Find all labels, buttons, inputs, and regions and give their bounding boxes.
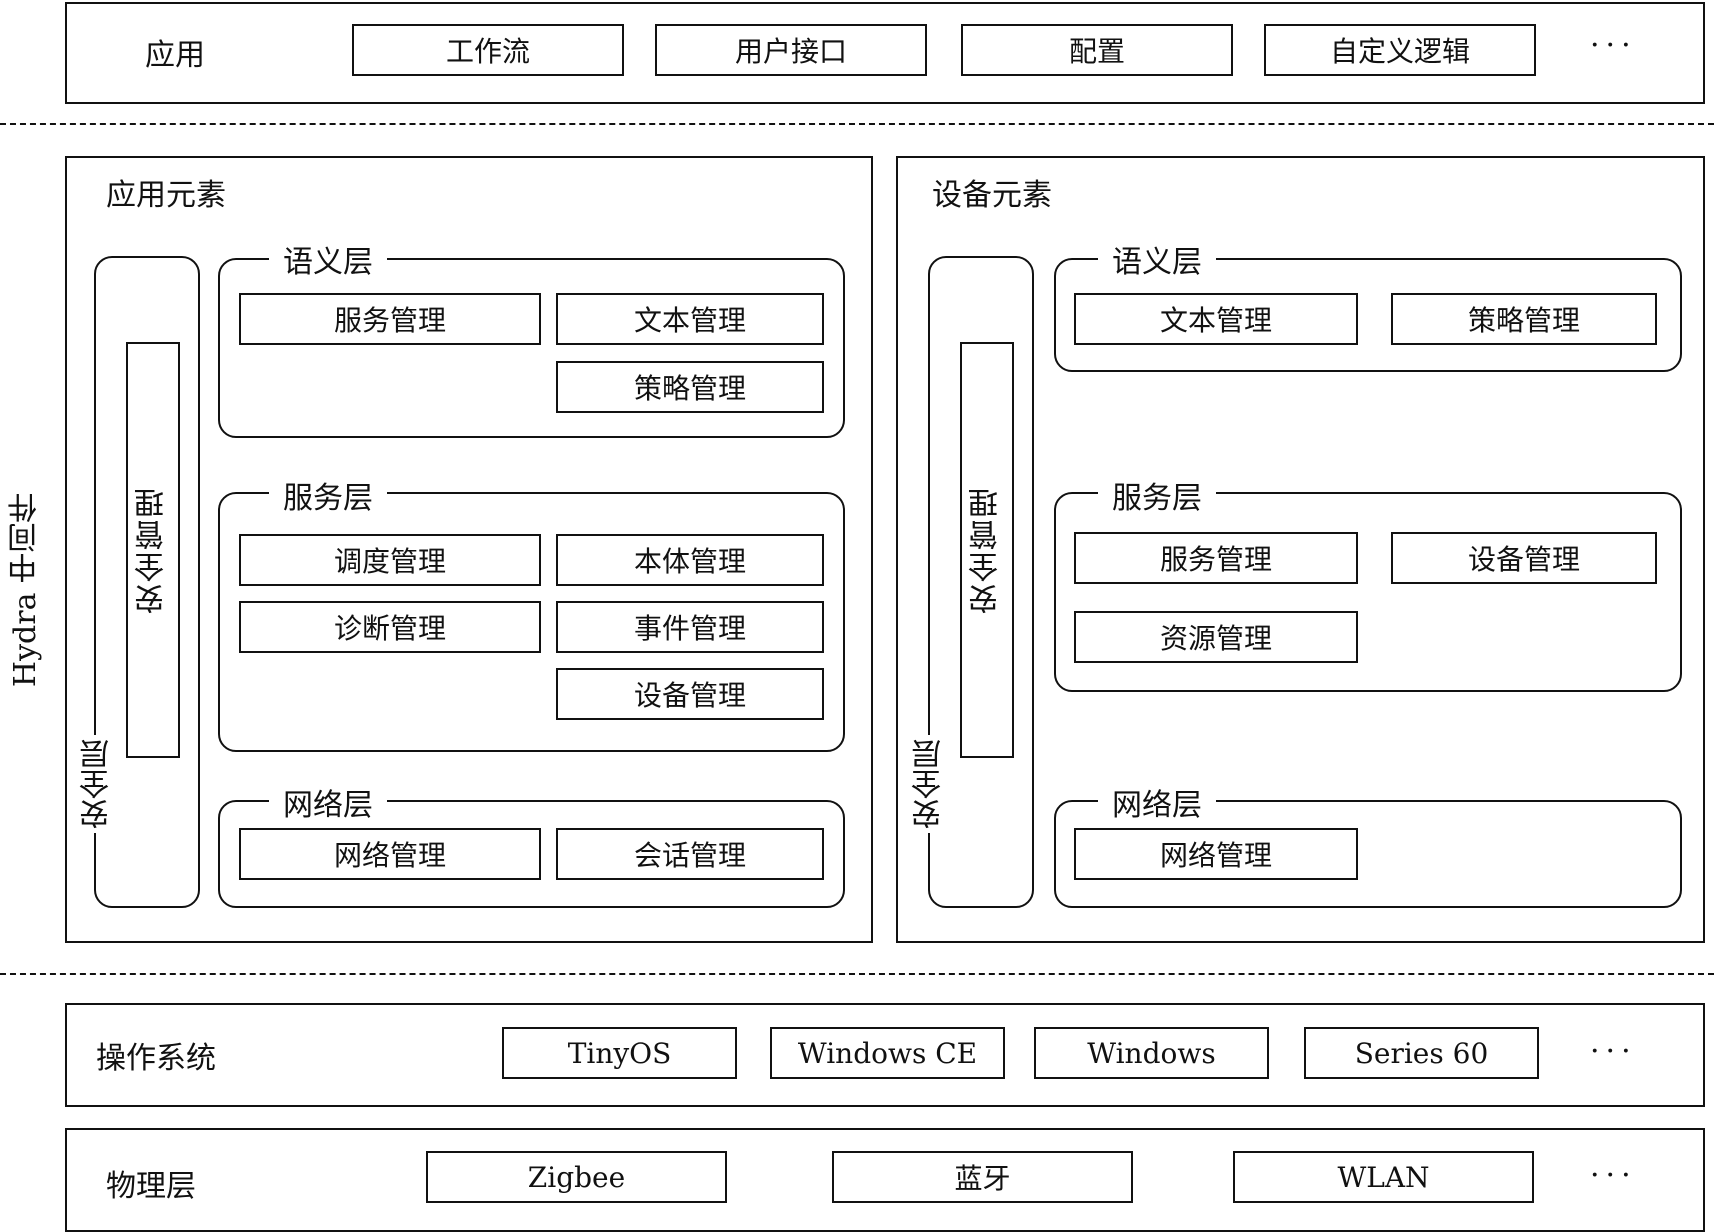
app-security-layer: [94, 256, 200, 908]
device-elements-title: 设备元素: [932, 178, 1052, 213]
physical-item-wlan: WLAN: [1233, 1151, 1534, 1203]
app-service-item: 调度管理: [239, 534, 541, 586]
application-layer: [65, 2, 1705, 104]
device-service-title: 服务层: [1098, 473, 1216, 517]
app-network-title: 网络层: [269, 780, 387, 824]
app-semantic-title: 语义层: [269, 237, 387, 281]
separator-top: [0, 123, 1714, 125]
application-label: 应用: [145, 38, 205, 73]
app-item-config: 配置: [961, 24, 1233, 76]
device-network-title: 网络层: [1098, 780, 1216, 824]
os-item-windows-ce: Windows CE: [770, 1027, 1005, 1079]
app-network-item: 网络管理: [239, 828, 541, 880]
device-elements-panel: [896, 156, 1705, 943]
separator-bottom: [0, 973, 1714, 975]
app-service-layer: [218, 492, 845, 752]
app-service-title: 服务层: [269, 473, 387, 517]
app-more: ···: [1590, 28, 1637, 63]
device-semantic-item: 文本管理: [1074, 293, 1358, 345]
os-item-tinyos: TinyOS: [502, 1027, 737, 1079]
app-item-workflow: 工作流: [352, 24, 624, 76]
app-item-user-interface: 用户接口: [655, 24, 927, 76]
app-network-item: 会话管理: [556, 828, 824, 880]
device-service-item: 资源管理: [1074, 611, 1358, 663]
physical-item-zigbee: Zigbee: [426, 1151, 727, 1203]
physical-label: 物理层: [106, 1169, 196, 1204]
app-elements-title: 应用元素: [106, 178, 226, 213]
device-security-layer-label: 安全层: [912, 735, 947, 833]
os-more: ···: [1590, 1034, 1637, 1069]
device-network-item: 网络管理: [1074, 828, 1358, 880]
physical-layer: [65, 1128, 1705, 1232]
os-layer: [65, 1003, 1705, 1107]
physical-more: ···: [1590, 1158, 1637, 1193]
app-elements-panel: [65, 156, 873, 943]
device-semantic-title: 语义层: [1098, 237, 1216, 281]
app-semantic-item: 文本管理: [556, 293, 824, 345]
physical-item-bluetooth: 蓝牙: [832, 1151, 1133, 1203]
app-service-item: 设备管理: [556, 668, 824, 720]
app-service-item: 本体管理: [556, 534, 824, 586]
app-item-custom-logic: 自定义逻辑: [1264, 24, 1536, 76]
os-item-windows: Windows: [1034, 1027, 1269, 1079]
device-semantic-layer: [1054, 258, 1682, 372]
device-security-layer: [928, 256, 1034, 908]
app-semantic-item: 服务管理: [239, 293, 541, 345]
device-semantic-item: 策略管理: [1391, 293, 1657, 345]
device-service-item: 设备管理: [1391, 532, 1657, 584]
app-network-layer: [218, 800, 845, 908]
hydra-middleware-label: Hydra 中间件: [8, 492, 43, 688]
device-service-layer: [1054, 492, 1682, 692]
app-semantic-layer: [218, 258, 845, 438]
device-network-layer: [1054, 800, 1682, 908]
app-service-item: 诊断管理: [239, 601, 541, 653]
device-security-mgmt: 安全管理: [960, 342, 1014, 758]
os-item-series-60: Series 60: [1304, 1027, 1539, 1079]
os-label: 操作系统: [96, 1041, 216, 1076]
app-security-mgmt: 安全管理: [126, 342, 180, 758]
device-service-item: 服务管理: [1074, 532, 1358, 584]
app-security-layer-label: 安全层: [80, 735, 115, 833]
app-semantic-item: 策略管理: [556, 361, 824, 413]
app-service-item: 事件管理: [556, 601, 824, 653]
